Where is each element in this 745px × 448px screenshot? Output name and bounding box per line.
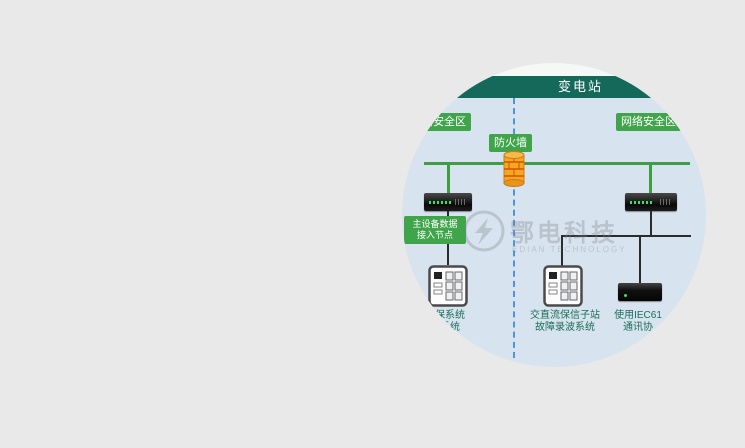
switch-vent bbox=[455, 199, 467, 205]
connector-line bbox=[561, 235, 563, 267]
security-boundary-line bbox=[513, 98, 515, 358]
relay-device-icon-left bbox=[428, 265, 468, 307]
switch-led-lights bbox=[630, 201, 652, 204]
watermark-logo-icon bbox=[462, 209, 506, 253]
watermark-name: 鄂电科技 bbox=[510, 220, 618, 247]
caption-line: 通讯协 bbox=[623, 322, 653, 333]
caption-line: 系统 bbox=[440, 322, 460, 333]
caption-middle: 交直流保信子站 故障录波系统 bbox=[530, 310, 600, 334]
caption-line: 故障录波系统 bbox=[535, 322, 595, 333]
relay-device-icon-middle bbox=[543, 265, 583, 307]
firewall-icon bbox=[502, 150, 526, 188]
connector-line bbox=[561, 235, 691, 237]
access-node-line2: 接入节点 bbox=[416, 230, 453, 240]
switch-led-lights bbox=[429, 201, 451, 204]
substation-title: 变电站 bbox=[558, 79, 604, 94]
connector-line bbox=[650, 211, 652, 237]
switch-uplink-left bbox=[447, 162, 450, 193]
caption-right: 使用IEC61 通讯协 bbox=[604, 310, 672, 334]
converter-device-icon bbox=[618, 283, 662, 301]
converter-led bbox=[624, 294, 627, 297]
network-bus-line bbox=[424, 162, 690, 165]
zone-label-left: 网络安全区 bbox=[406, 113, 471, 131]
connector-line bbox=[639, 235, 641, 283]
switch-uplink-right bbox=[649, 162, 652, 193]
caption-left: 保系统 系统 bbox=[420, 310, 480, 334]
caption-line: 交直流保信子站 bbox=[530, 310, 600, 321]
network-switch-icon-right bbox=[625, 193, 677, 211]
diagram-circle: 变电站 网络安全区 网络安全区 防火墙 bbox=[402, 63, 706, 367]
caption-line: 使用IEC61 bbox=[614, 310, 662, 321]
switch-vent bbox=[660, 199, 672, 205]
network-switch-icon-left bbox=[424, 193, 472, 211]
caption-line: 保系统 bbox=[435, 310, 465, 321]
access-node-label: 主设备数据 接入节点 bbox=[404, 216, 466, 244]
zone-label-right: 网络安全区 bbox=[616, 113, 681, 131]
firewall-label: 防火墙 bbox=[489, 134, 532, 152]
access-node-line1: 主设备数据 bbox=[412, 219, 458, 229]
circle-top-cap bbox=[402, 63, 706, 76]
substation-banner: 变电站 bbox=[402, 76, 706, 98]
watermark-subtitle: EDIAN TECHNOLOGY bbox=[512, 245, 627, 254]
